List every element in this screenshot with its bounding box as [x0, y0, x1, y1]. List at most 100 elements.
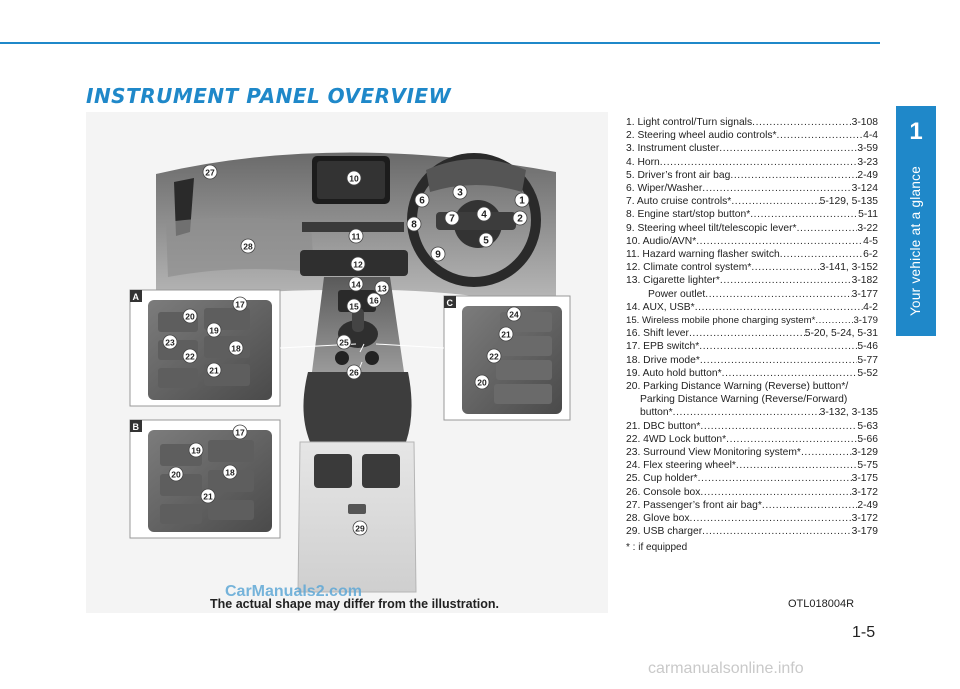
legend-item-page-ref[interactable]: 3-59 [857, 143, 878, 155]
callout-circle [202, 164, 218, 180]
legend-item-page-ref[interactable]: 5-66 [857, 433, 878, 445]
legend-item-page-ref[interactable]: 5-77 [857, 354, 878, 366]
legend-item: 28. Glove box...........................… [626, 513, 878, 525]
rear-vent-left [314, 454, 352, 488]
callout-number: 2 [517, 214, 523, 225]
legend-item-page-ref[interactable]: 5-11 [858, 209, 878, 221]
legend-item-page-ref[interactable]: 4-2 [863, 301, 878, 313]
legend-item: 12. Climate control system*.............… [626, 262, 878, 274]
callout-number: 22 [185, 352, 195, 362]
legend-item-page-ref[interactable]: 4-5 [863, 235, 878, 247]
page-title: INSTRUMENT PANEL OVERVIEW [86, 84, 452, 108]
inset-label-c: C [447, 298, 454, 308]
legend-item-label: 21. DBC button* [626, 420, 701, 432]
legend-item-label: 12. Climate control system* [626, 262, 752, 274]
legend-item-label: 1. Light control/Turn signals [626, 117, 753, 128]
legend-item-page-ref[interactable]: 5-46 [857, 341, 878, 353]
callout-circle [406, 216, 422, 232]
legend-item: Power outlet............................… [648, 288, 878, 300]
legend-item: 9. Steering wheel tilt/telescopic lever*… [626, 222, 878, 234]
callout-circle [168, 466, 184, 482]
legend-item: 22. 4WD Lock button*....................… [626, 433, 878, 445]
legend-item-page-ref[interactable]: 6-2 [863, 249, 878, 261]
legend-item-label: 15. Wireless mobile phone charging syste… [626, 315, 816, 327]
legend-item-label: 3. Instrument cluster [626, 143, 720, 155]
legend-item-label: 2. Steering wheel audio controls* [626, 130, 777, 142]
legend-item-20-line3: button* ................................… [640, 407, 878, 419]
callout-circle [182, 308, 198, 324]
callout-circle [348, 276, 364, 292]
legend-item-page-ref[interactable]: 3-172 [851, 513, 878, 525]
callout-circle [350, 256, 366, 272]
legend-item-page-ref[interactable]: 3-172 [851, 486, 878, 498]
legend-item-page-ref[interactable]: 5-20, 5-24, 5-31 [804, 328, 878, 340]
legend-item: 29. USB charger.........................… [626, 526, 878, 538]
instrument-panel-illustration: A B C [86, 112, 608, 613]
legend-item-page-ref[interactable]: 3-23 [857, 156, 878, 168]
legend-item-20-line1: 20. Parking Distance Warning (Reverse) b… [626, 381, 849, 393]
center-vents [302, 222, 404, 232]
legend-item-page-ref[interactable]: 3-129 [851, 447, 878, 459]
legend-item-page-ref[interactable]: 5-63 [857, 420, 878, 432]
legend-item-page-ref[interactable]: 3-124 [851, 183, 878, 195]
glove-box [166, 217, 314, 277]
legend-item-page-ref[interactable]: 3-175 [851, 473, 878, 485]
rear-vent-right [362, 454, 400, 488]
callout-circle [182, 348, 198, 364]
legend-item: 13. Cigarette lighter*..................… [626, 275, 878, 287]
legend-item-label: 28. Glove box [626, 513, 690, 525]
callout-circle [444, 210, 460, 226]
callout-number: 20 [477, 378, 487, 388]
legend-item: 24. Flex steering wheel*................… [626, 460, 878, 472]
legend-item: 15. Wireless mobile phone charging syste… [626, 315, 878, 327]
legend-item-page-ref[interactable]: 5-52 [857, 367, 878, 379]
legend-item-page-ref[interactable]: 3-182 [851, 275, 878, 287]
legend-item: 11. Hazard warning flasher switch.......… [626, 249, 878, 261]
inset-label-b: B [133, 422, 140, 432]
legend-item: 3. Instrument cluster...................… [626, 143, 878, 155]
callout-circle [348, 228, 364, 244]
site-watermark: carmanualsonline.info [648, 660, 804, 677]
callout-circle [346, 298, 362, 314]
callout-number: 4 [481, 210, 487, 221]
callout-number: 28 [243, 242, 253, 252]
legend-item: 14. AUX, USB*...........................… [626, 301, 878, 313]
console-armrest [303, 372, 412, 442]
legend-item-page-ref[interactable]: 5-129, 5-135 [819, 196, 878, 208]
callout-circle [346, 364, 362, 380]
callout-number: 18 [231, 344, 241, 354]
legend-item-page-ref[interactable]: 5-75 [857, 460, 878, 472]
legend-item-page-ref[interactable]: 4-4 [863, 130, 878, 142]
callout-number: 22 [489, 352, 499, 362]
top-rule [0, 42, 880, 44]
callout-circle [346, 170, 362, 186]
legend-item: 16. Shift lever.........................… [626, 328, 878, 340]
callout-number: 27 [205, 168, 215, 178]
legend-item-page-ref[interactable]: 3-179 [851, 526, 878, 538]
callout-circle [336, 334, 352, 350]
legend-item-page-ref[interactable]: 2-49 [857, 169, 878, 181]
callout-circle [476, 206, 492, 222]
legend-item-page-ref[interactable]: 2-49 [857, 499, 878, 511]
callout-circle [352, 520, 368, 536]
legend-item-label: 9. Steering wheel tilt/telescopic lever* [626, 222, 797, 234]
legend-item-page-ref[interactable]: 3-108 [851, 117, 878, 128]
legend-item-page-ref[interactable]: 3-22 [857, 222, 878, 234]
callout-circle [512, 210, 528, 226]
callout-circle [162, 334, 178, 350]
legend-item-label: 22. 4WD Lock button* [626, 433, 727, 445]
legend-item: 4. Horn.................................… [626, 156, 878, 168]
callout-circle [498, 326, 514, 342]
legend-item-page-ref[interactable]: 3-179 [853, 315, 878, 327]
legend-item-label: 10. Audio/AVN* [626, 235, 697, 247]
callout-circle [486, 348, 502, 364]
legend-item-label: 16. Shift lever [626, 328, 689, 340]
legend-item-20-line2: Parking Distance Warning (Reverse/Forwar… [640, 394, 848, 406]
callout-number: 10 [349, 174, 359, 184]
legend-item-page-ref[interactable]: 3-141, 3-152 [819, 262, 878, 274]
callout-number: 13 [377, 284, 387, 294]
callout-circle [478, 232, 494, 248]
chapter-number-tab[interactable]: 1 [896, 106, 936, 158]
legend-item-page-ref[interactable]: 3-177 [851, 288, 878, 300]
legend-item: 19. Auto hold button*...................… [626, 367, 878, 379]
